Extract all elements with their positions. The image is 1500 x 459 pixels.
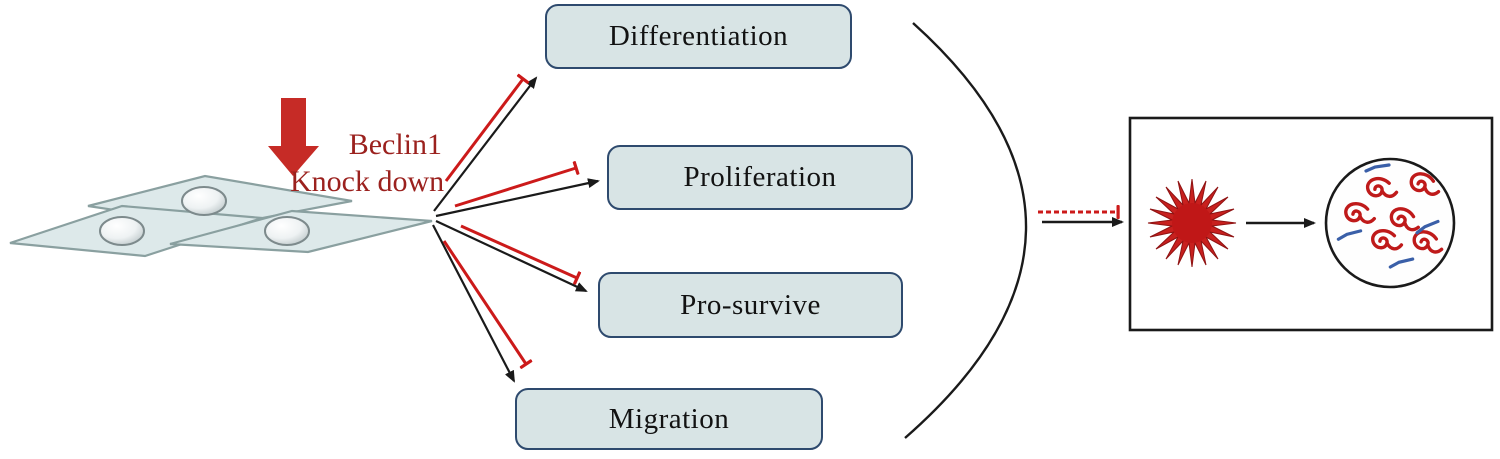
activation-arrows [432,76,600,383]
activation-arrow-differentiation [433,76,538,212]
inhibition-bar-differentiation [444,73,530,182]
activation-arrow-proliferation [435,178,600,218]
activation-arrow-migration [432,224,515,383]
inhibition-bar-proliferation [454,161,580,208]
inhibition-bars [442,73,582,369]
knockdown-down-arrow-icon [268,98,319,176]
knockdown-label: Beclin1 Knock down [290,126,445,200]
starburst-core [1172,203,1212,243]
cell-nucleus [264,216,310,246]
activation-arrow-pro-survive [435,220,588,292]
process-label: Pro-survive [680,288,821,321]
cell-nucleus [181,186,227,216]
knockdown-label-line1: Beclin1 [348,128,442,161]
process-label: Proliferation [683,161,837,193]
process-box-migration: Migration [515,388,823,450]
grouping-arc [904,22,1028,439]
process-label: Differentiation [608,20,789,52]
inhibition-bar-pro-survive [460,224,582,285]
process-label: Migration [608,402,730,435]
process-box-differentiation: Differentiation [545,4,852,69]
process-box-proliferation: Proliferation [607,145,913,210]
process-box-pro-survive: Pro-survive [598,272,903,338]
knockdown-label-line2: Knock down [290,165,445,198]
cell-cluster [9,174,433,258]
inhibition-bar-migration [442,240,533,369]
cell-nucleus [99,216,145,246]
